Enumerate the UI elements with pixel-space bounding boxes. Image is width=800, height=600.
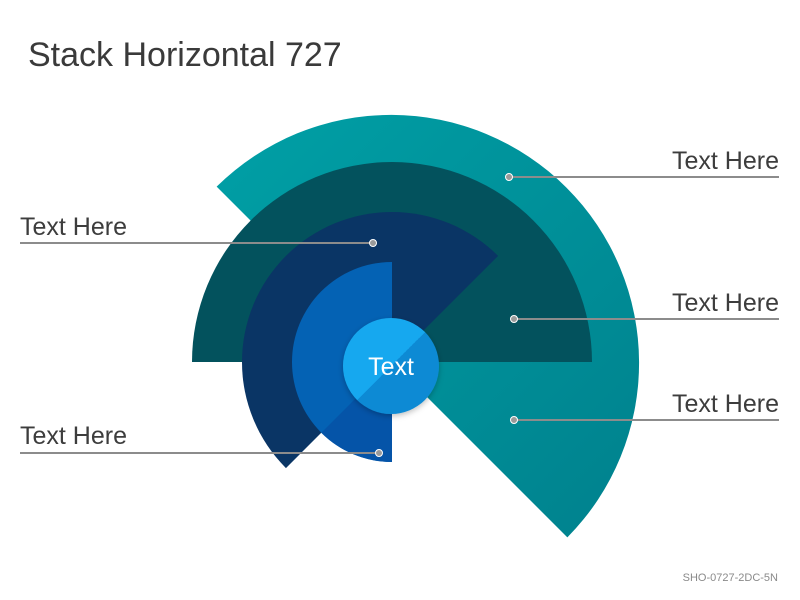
page-title: Stack Horizontal 727: [28, 36, 342, 74]
label-upper-left: Text Here: [20, 213, 127, 241]
label-middle-right: Text Here: [672, 289, 779, 317]
center-label: Text: [368, 353, 414, 381]
leader-line-1: [505, 173, 779, 181]
label-lower-left: Text Here: [20, 422, 127, 450]
leader-line-3: [510, 315, 779, 323]
label-top-right: Text Here: [672, 147, 779, 175]
center-circle: [343, 318, 439, 414]
label-lower-right: Text Here: [672, 390, 779, 418]
leader-line-2: [20, 239, 377, 247]
footer-code: SHO-0727-2DC-5N: [682, 572, 778, 584]
leader-line-4: [510, 416, 779, 424]
leader-line-5: [20, 449, 383, 457]
